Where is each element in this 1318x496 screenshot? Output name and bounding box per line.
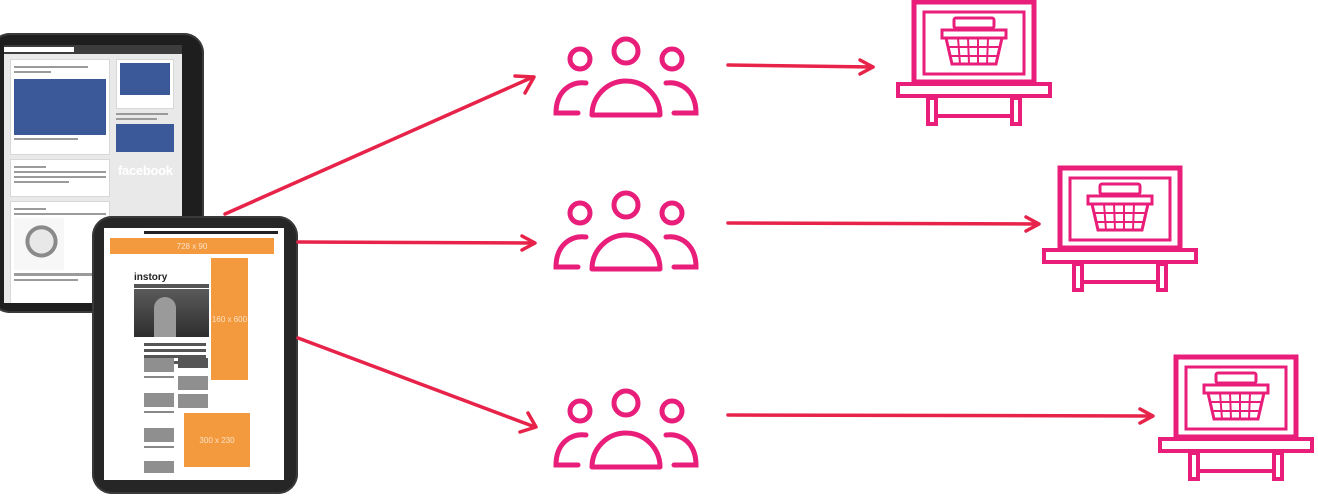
facebook-search-input [4, 47, 74, 52]
online-shop-basket-icon [898, 2, 1050, 124]
sidebar-thumb [178, 394, 208, 408]
arrows [223, 58, 1155, 434]
arrowhead [1138, 407, 1155, 425]
article-thumb [144, 461, 174, 473]
facebook-right-column [116, 59, 174, 152]
sponsored-image [120, 63, 170, 95]
users-group-icon [556, 193, 696, 269]
arrow-to-audience-1 [223, 75, 535, 216]
arrowhead [520, 234, 537, 252]
sidebar-thumb [178, 358, 208, 368]
facebook-top-bar [4, 45, 182, 54]
article-thumb [144, 428, 174, 442]
users-group-icon [556, 391, 696, 467]
ad-unit-leaderboard: 728 x 90 [110, 238, 274, 254]
article-thumb [144, 358, 174, 372]
online-shop-basket-icon [1044, 168, 1196, 290]
facebook-tablet: facebook [0, 33, 204, 313]
arrow-to-audience-3 [296, 336, 537, 429]
ad-unit-rectangle: 300 x 230 [184, 413, 250, 467]
site-logo: instory [134, 272, 168, 283]
online-shop-basket-icon [1160, 357, 1312, 479]
feed-card-image [14, 79, 106, 135]
arrow-to-shop-2 [726, 221, 1040, 226]
feed-card [10, 59, 110, 155]
sidebar-thumb [178, 376, 208, 390]
facebook-logo: facebook [118, 163, 173, 178]
arrowhead [1024, 215, 1041, 233]
article-thumb-caption [144, 446, 174, 448]
arrowhead [518, 411, 538, 434]
news-site-screen: 728 x 90 instory 160 x 600 300 x 230 [104, 228, 284, 480]
article-photo [134, 289, 209, 337]
site-nav-bar [144, 231, 278, 234]
site-menu [134, 284, 209, 288]
arrowhead [513, 74, 536, 95]
article-thumb-caption [144, 411, 174, 413]
sponsored-card [116, 59, 174, 109]
facebook-feed-screen: facebook [4, 45, 182, 303]
arrow-to-shop-1 [726, 63, 875, 69]
arrowhead [858, 58, 875, 76]
web-ads-tablet: 728 x 90 instory 160 x 600 300 x 230 [92, 216, 298, 494]
feed-card [10, 159, 110, 197]
article-thumb-caption [144, 376, 174, 378]
sponsored-image [116, 124, 174, 152]
arrow-to-shop-3 [726, 413, 1154, 418]
feed-card-photo [14, 218, 64, 270]
arrow-to-audience-2 [296, 240, 536, 245]
article-thumb [144, 393, 174, 407]
users-group-icon [556, 39, 696, 115]
ad-unit-skyscraper: 160 x 600 [211, 258, 248, 380]
